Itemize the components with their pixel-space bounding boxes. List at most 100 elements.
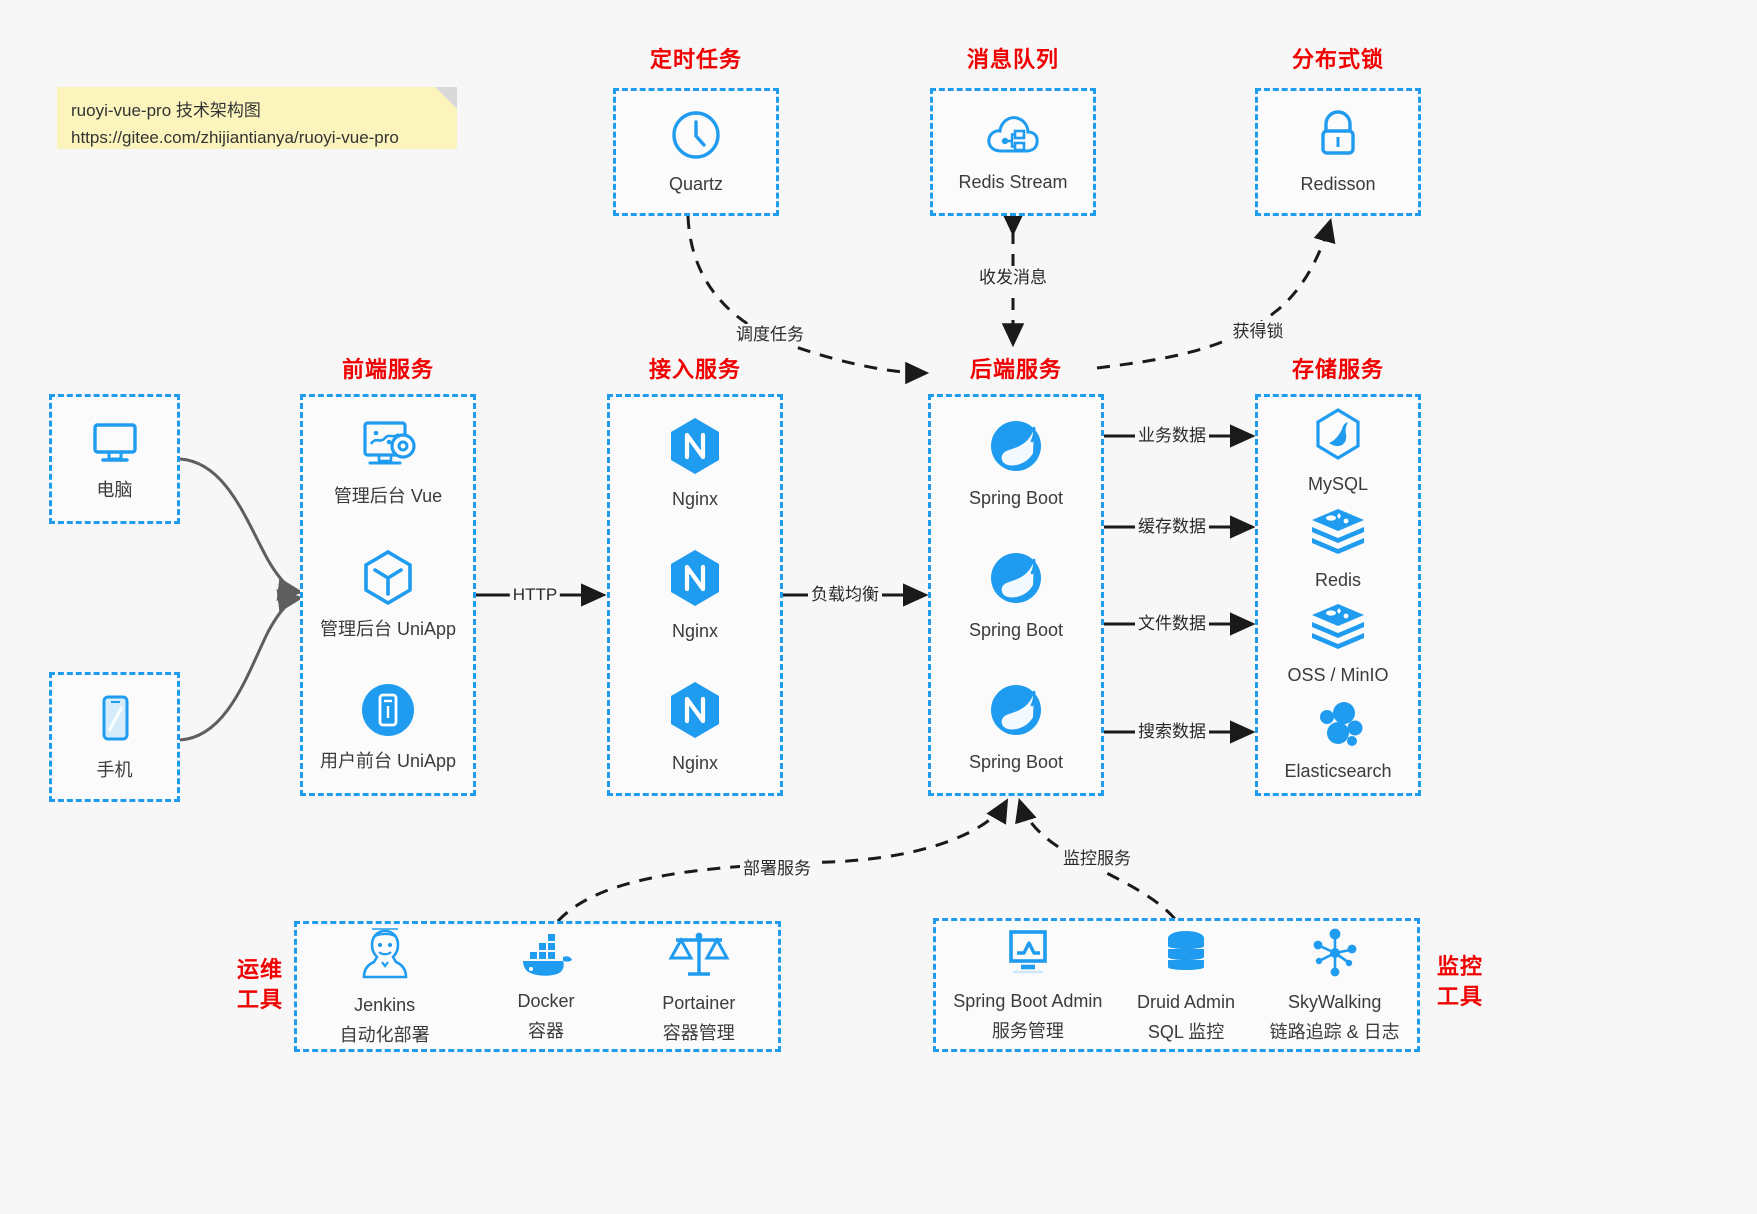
node-label: SkyWalking [1287,991,1382,1012]
node-sublabel: SQL 监控 [1147,1021,1225,1042]
node-mobile[interactable]: 手机 [95,693,135,782]
group-box-client-desktop: 电脑 [49,394,180,524]
edge-label-send-receive-msg: 收发消息 [976,267,1050,289]
node-label: Redis [1314,569,1362,590]
node-label: 手机 [96,759,133,780]
dashboard-gear-icon [356,417,420,478]
node-redis[interactable]: Redis [1309,507,1367,592]
group-title-frontend: 前端服务 [341,357,434,382]
node-docker[interactable]: Docker 容器 [515,930,577,1043]
node-nginx-3[interactable]: Nginx [667,680,723,775]
edge-label-file-data: 文件数据 [1135,613,1209,635]
node-admin-uniapp[interactable]: 管理后台 UniApp [320,548,456,641]
edge-label-monitor-service: 监控服务 [1060,848,1134,870]
node-skywalking[interactable]: SkyWalking 链路追踪 & 日志 [1270,927,1400,1044]
node-nginx-2[interactable]: Nginx [667,548,723,643]
node-nginx-1[interactable]: Nginx [667,416,723,511]
node-user-uniapp[interactable]: 用户前台 UniApp [320,682,456,773]
group-title-storage: 存储服务 [1291,357,1384,382]
skywalking-icon [1308,927,1362,984]
group-box-lock: Redisson [1255,88,1421,216]
node-redisson[interactable]: Redisson [1300,109,1376,196]
redis-icon [1309,507,1367,562]
node-label: Spring Boot [968,751,1064,772]
note-title: ruoyi-vue-pro 技术架构图 [71,101,261,120]
node-spring-boot-2[interactable]: Spring Boot [969,549,1063,642]
node-label: Spring Boot Admin [953,990,1103,1011]
node-label: Jenkins [354,995,416,1015]
spring-icon [987,417,1045,480]
cube-icon [360,548,416,611]
node-jenkins[interactable]: Jenkins 自动化部署 [340,926,430,1047]
node-sublabel: 自动化部署 [339,1025,430,1045]
node-redis-stream[interactable]: Redis Stream [958,111,1068,194]
group-title-gateway: 接入服务 [648,357,741,382]
node-label: Nginx [671,488,719,509]
phone-round-icon [360,682,416,743]
nginx-icon [667,680,723,745]
node-label: Docker [517,991,575,1011]
spring-icon [987,549,1045,612]
group-title-lock: 分布式锁 [1291,47,1384,72]
node-sublabel: 容器 [527,1021,564,1041]
node-label: OSS / MinIO [1287,665,1389,686]
mysql-icon [1312,407,1364,466]
desktop-icon [87,417,143,472]
note-url: https://gitee.com/zhijiantianya/ruoyi-vu… [71,128,399,147]
cloud-stream-icon [985,111,1041,164]
node-spring-boot-3[interactable]: Spring Boot [969,681,1063,774]
node-oss-minio[interactable]: OSS / MinIO [1287,602,1389,687]
node-label: 用户前台 UniApp [319,750,457,771]
node-spring-boot-1[interactable]: Spring Boot [969,417,1063,510]
redis-icon [1309,602,1367,657]
group-box-mq: Redis Stream [930,88,1096,216]
group-box-client-mobile: 手机 [49,672,180,802]
sticky-note: ruoyi-vue-pro 技术架构图 https://gitee.com/zh… [57,87,457,149]
node-sublabel: 服务管理 [991,1020,1064,1041]
note-fold-corner [435,87,457,109]
node-sublabel: 容器管理 [662,1023,735,1043]
node-mysql[interactable]: MySQL [1308,407,1368,496]
group-title-mq: 消息队列 [966,47,1059,72]
node-sublabel: 链路追踪 & 日志 [1269,1021,1400,1042]
mobile-icon [95,693,135,752]
group-box-backend: Spring Boot Spring Boot Spring Boot [928,394,1104,796]
node-desktop[interactable]: 电脑 [87,417,143,502]
database-icon [1160,927,1212,984]
group-title-devops-line1: 运维 [236,957,283,982]
clock-icon [670,109,722,166]
group-title-scheduler: 定时任务 [649,47,742,72]
node-spring-boot-admin[interactable]: Spring Boot Admin 服务管理 [953,928,1102,1043]
node-label: Redisson [1300,173,1376,194]
group-box-monitor: Spring Boot Admin 服务管理 Druid Admin SQL 监… [933,918,1420,1052]
docker-icon [515,930,577,983]
group-title-monitor-line1: 监控 [1436,954,1483,979]
node-label: Spring Boot [968,619,1064,640]
node-elasticsearch[interactable]: Elasticsearch [1284,698,1392,783]
edge-label-business-data: 业务数据 [1135,425,1209,447]
edge-label-load-balance: 负载均衡 [808,584,882,606]
monitor-chart-icon [1000,928,1056,983]
node-label: MySQL [1307,474,1368,495]
node-druid-admin[interactable]: Druid Admin SQL 监控 [1137,927,1235,1044]
spring-icon [987,681,1045,744]
node-admin-vue[interactable]: 管理后台 Vue [334,417,442,508]
node-label: Quartz [668,173,724,194]
edge-label-schedule-task: 调度任务 [733,324,807,346]
group-title-devops-line2: 工具 [236,987,283,1012]
node-label: 管理后台 Vue [333,486,443,507]
padlock-icon [1313,109,1363,166]
group-title-monitor-line2: 工具 [1436,984,1483,1009]
node-label: Portainer [662,993,736,1013]
group-box-gateway: Nginx Nginx Nginx [607,394,783,796]
edge-label-cache-data: 缓存数据 [1135,516,1209,538]
group-title-monitor: 监控 工具 [1428,952,1492,1012]
nginx-icon [667,548,723,613]
node-label: Elasticsearch [1284,760,1392,781]
node-portainer[interactable]: Portainer 容器管理 [662,928,735,1045]
nginx-icon [667,416,723,481]
node-label: Nginx [671,620,719,641]
node-label: 管理后台 UniApp [319,619,457,640]
node-quartz[interactable]: Quartz [669,109,723,196]
